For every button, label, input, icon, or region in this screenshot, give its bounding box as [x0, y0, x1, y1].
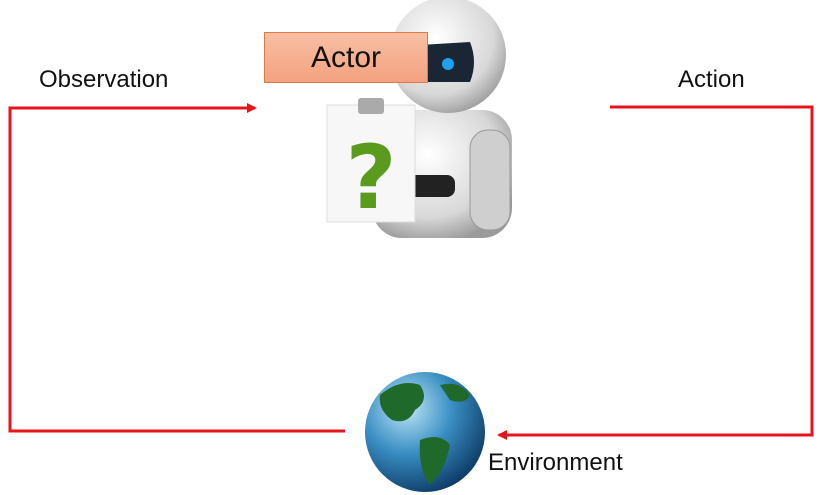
actor-label: Actor [310, 40, 382, 74]
action-arrow [497, 105, 814, 440]
action-label: Action [678, 66, 745, 93]
observation-arrow [8, 103, 345, 433]
globe-icon [365, 372, 485, 492]
observation-label: Observation [39, 66, 169, 93]
actor-box: Actor [264, 32, 428, 83]
question-card-icon: ? [326, 98, 416, 229]
environment-label: Environment [488, 449, 623, 476]
question-mark: ? [345, 126, 396, 229]
